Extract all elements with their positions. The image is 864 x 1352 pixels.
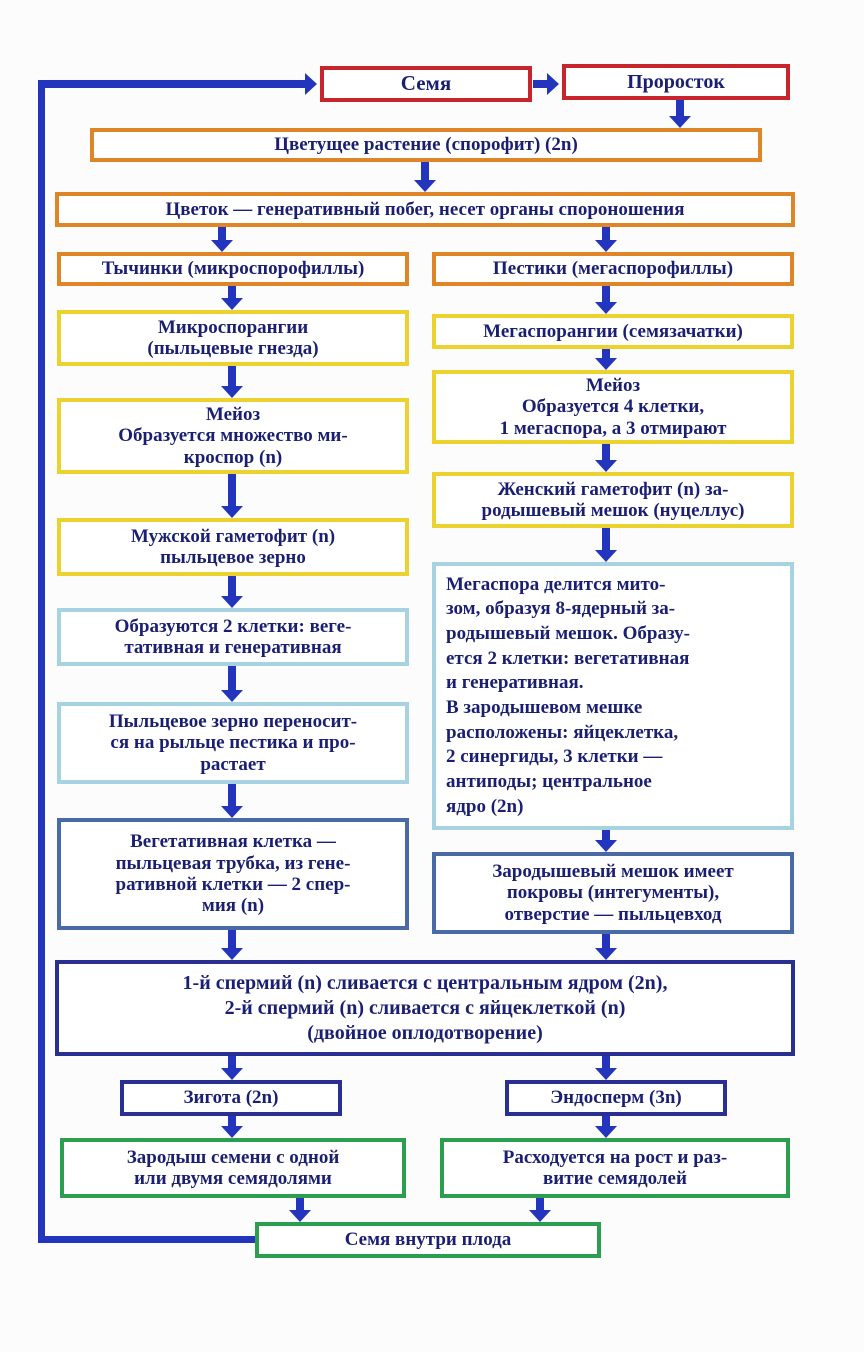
arrow-female-gametophyte-to-mitosis [595, 528, 617, 562]
node-endosperm: Эндосперм (3n) [505, 1080, 727, 1116]
loop-line-left [38, 80, 45, 1243]
arrow-pollen-transfer-to-vegetative [221, 784, 243, 818]
node-seed-in-fruit: Семя внутри плода [255, 1222, 601, 1258]
node-male-gametophyte: Мужской гаметофит (n) пыльцевое зерно [57, 518, 409, 576]
arrow-pistils-to-megasporangia [595, 286, 617, 314]
loop-line-bottom [38, 1236, 255, 1243]
arrow-fertilization-to-zygote [221, 1056, 243, 1080]
arrow-meiosis-to-female-gametophyte [595, 444, 617, 472]
node-embryo-sac-coverings: Зародышевый мешок имеет покровы (интегум… [432, 852, 794, 934]
arrow-flower-to-pistils [595, 227, 617, 252]
arrow-embryo-to-seed-in-fruit [289, 1198, 311, 1222]
node-two-cells: Образуются 2 клетки: веге- тативная и ге… [57, 608, 409, 666]
node-flower: Цветок — генеративный побег, несет орган… [55, 192, 795, 227]
arrow-mitosis-to-sac-coverings [595, 830, 617, 852]
arrow-sporophyte-to-flower [414, 162, 436, 192]
node-seed: Семя [320, 66, 532, 102]
loop-arrow-into-seed [38, 73, 317, 95]
node-female-gametophyte: Женский гаметофит (n) за- родышевый мешо… [432, 472, 794, 528]
arrow-megasporangia-to-meiosis [595, 349, 617, 370]
arrow-two-cells-to-pollen-transfer [221, 666, 243, 702]
node-meiosis-mega: Мейоз Образуется 4 клетки, 1 мегаспора, … [432, 370, 794, 444]
node-meiosis-micro: Мейоз Образуется множество ми- кроспор (… [57, 398, 409, 474]
node-megaspore-mitosis: Мегаспора делится мито- зом, образуя 8-я… [432, 562, 794, 830]
arrow-male-gametophyte-to-two-cells [221, 576, 243, 608]
arrow-vegetative-to-fertilization [221, 930, 243, 960]
arrow-flower-to-stamens [211, 227, 233, 252]
arrow-sac-coverings-to-fertilization [595, 934, 617, 960]
arrow-seed-to-seedling [533, 73, 559, 95]
arrow-use-to-seed-in-fruit [529, 1198, 551, 1222]
node-double-fertilization: 1-й спермий (n) сливается с центральным … [55, 960, 795, 1056]
node-microsporangia: Микроспорангии (пыльцевые гнезда) [57, 310, 409, 366]
arrow-fertilization-to-endosperm [595, 1056, 617, 1080]
arrow-meiosis-to-male-gametophyte [221, 474, 243, 518]
node-stamens: Тычинки (микроспорофиллы) [57, 252, 409, 286]
node-zygote: Зигота (2n) [120, 1080, 342, 1116]
node-sporophyte: Цветущее растение (спорофит) (2n) [90, 128, 762, 162]
node-seed-embryo: Зародыш семени с одной или двумя семядол… [60, 1138, 406, 1198]
arrow-seedling-to-sporophyte [669, 100, 691, 128]
node-megasporangia: Мегаспорангии (семязачатки) [432, 314, 794, 349]
node-pistils: Пестики (мегаспорофиллы) [432, 252, 794, 286]
arrow-stamens-to-microsporangia [221, 286, 243, 310]
node-vegetative-cell: Вегетативная клетка — пыльцевая трубка, … [57, 818, 409, 930]
arrow-zygote-to-embryo [221, 1116, 243, 1138]
arrow-microsporangia-to-meiosis [221, 366, 243, 398]
node-pollen-transfer: Пыльцевое зерно переносит- ся на рыльце … [57, 702, 409, 784]
arrow-endosperm-to-use [595, 1116, 617, 1138]
node-endosperm-use: Расходуется на рост и раз- витие семядол… [440, 1138, 790, 1198]
node-seedling: Проросток [562, 64, 790, 100]
